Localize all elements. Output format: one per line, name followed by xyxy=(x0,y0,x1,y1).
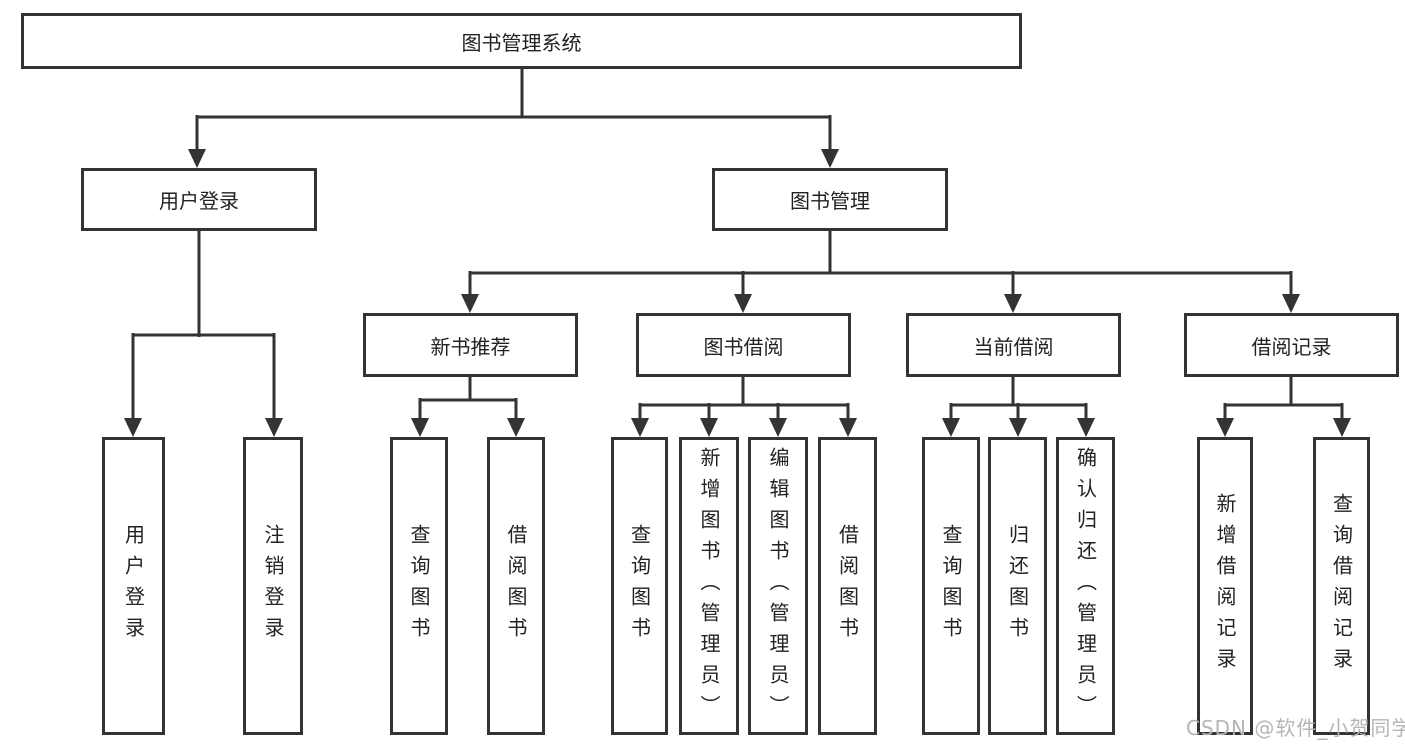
node-label: 查询图书 xyxy=(407,524,431,648)
node-label: 用户登录 xyxy=(159,189,239,213)
leaf-confirm-return-admin: 确认归还（管理员） xyxy=(1056,437,1115,735)
node-label: 编辑图书（管理员） xyxy=(766,446,790,726)
node-label: 新增图书（管理员） xyxy=(697,446,721,726)
node-label: 图书借阅 xyxy=(703,334,784,359)
node-label: 当前借阅 xyxy=(973,334,1054,359)
leaf-user-login: 用户登录 xyxy=(102,437,165,735)
node-book-borrow: 图书借阅 xyxy=(636,313,851,377)
node-label: 借阅图书 xyxy=(835,524,860,648)
leaf-add-books-admin: 新增图书（管理员） xyxy=(679,437,739,735)
node-label: 用户登录 xyxy=(121,524,146,648)
leaf-logout: 注销登录 xyxy=(243,437,303,735)
node-label: 新书推荐 xyxy=(430,334,511,359)
node-label: 查询图书 xyxy=(627,524,652,648)
node-label: 查询借阅记录 xyxy=(1329,493,1354,679)
node-label: 借阅图书 xyxy=(504,524,528,648)
node-label: 归还图书 xyxy=(1005,524,1030,648)
leaf-return-books: 归还图书 xyxy=(988,437,1047,735)
node-label: 借阅记录 xyxy=(1251,334,1332,359)
node-label: 新增借阅记录 xyxy=(1213,493,1237,679)
leaf-recommend-query-books: 查询图书 xyxy=(390,437,448,735)
node-new-book-recommend: 新书推荐 xyxy=(363,313,578,377)
node-borrow-records: 借阅记录 xyxy=(1184,313,1399,377)
leaf-add-borrow-record: 新增借阅记录 xyxy=(1197,437,1253,735)
leaf-query-borrow-record: 查询借阅记录 xyxy=(1313,437,1370,735)
node-label: 确认归还（管理员） xyxy=(1073,446,1098,726)
leaf-current-query-books: 查询图书 xyxy=(922,437,980,735)
node-root: 图书管理系统 xyxy=(21,13,1022,69)
leaf-borrow-query-books: 查询图书 xyxy=(611,437,668,735)
node-label: 图书管理系统 xyxy=(461,30,582,55)
node-current-borrow: 当前借阅 xyxy=(906,313,1121,377)
node-user-login: 用户登录 xyxy=(81,168,317,231)
leaf-borrow-books: 借阅图书 xyxy=(818,437,877,735)
node-label: 图书管理 xyxy=(790,189,870,213)
node-label: 查询图书 xyxy=(939,524,963,648)
leaf-edit-books-admin: 编辑图书（管理员） xyxy=(748,437,808,735)
watermark: CSDN @软件_小贺同学 xyxy=(1186,716,1405,740)
leaf-recommend-borrow-books: 借阅图书 xyxy=(487,437,545,735)
node-label: 注销登录 xyxy=(261,524,285,648)
node-book-management: 图书管理 xyxy=(712,168,948,231)
